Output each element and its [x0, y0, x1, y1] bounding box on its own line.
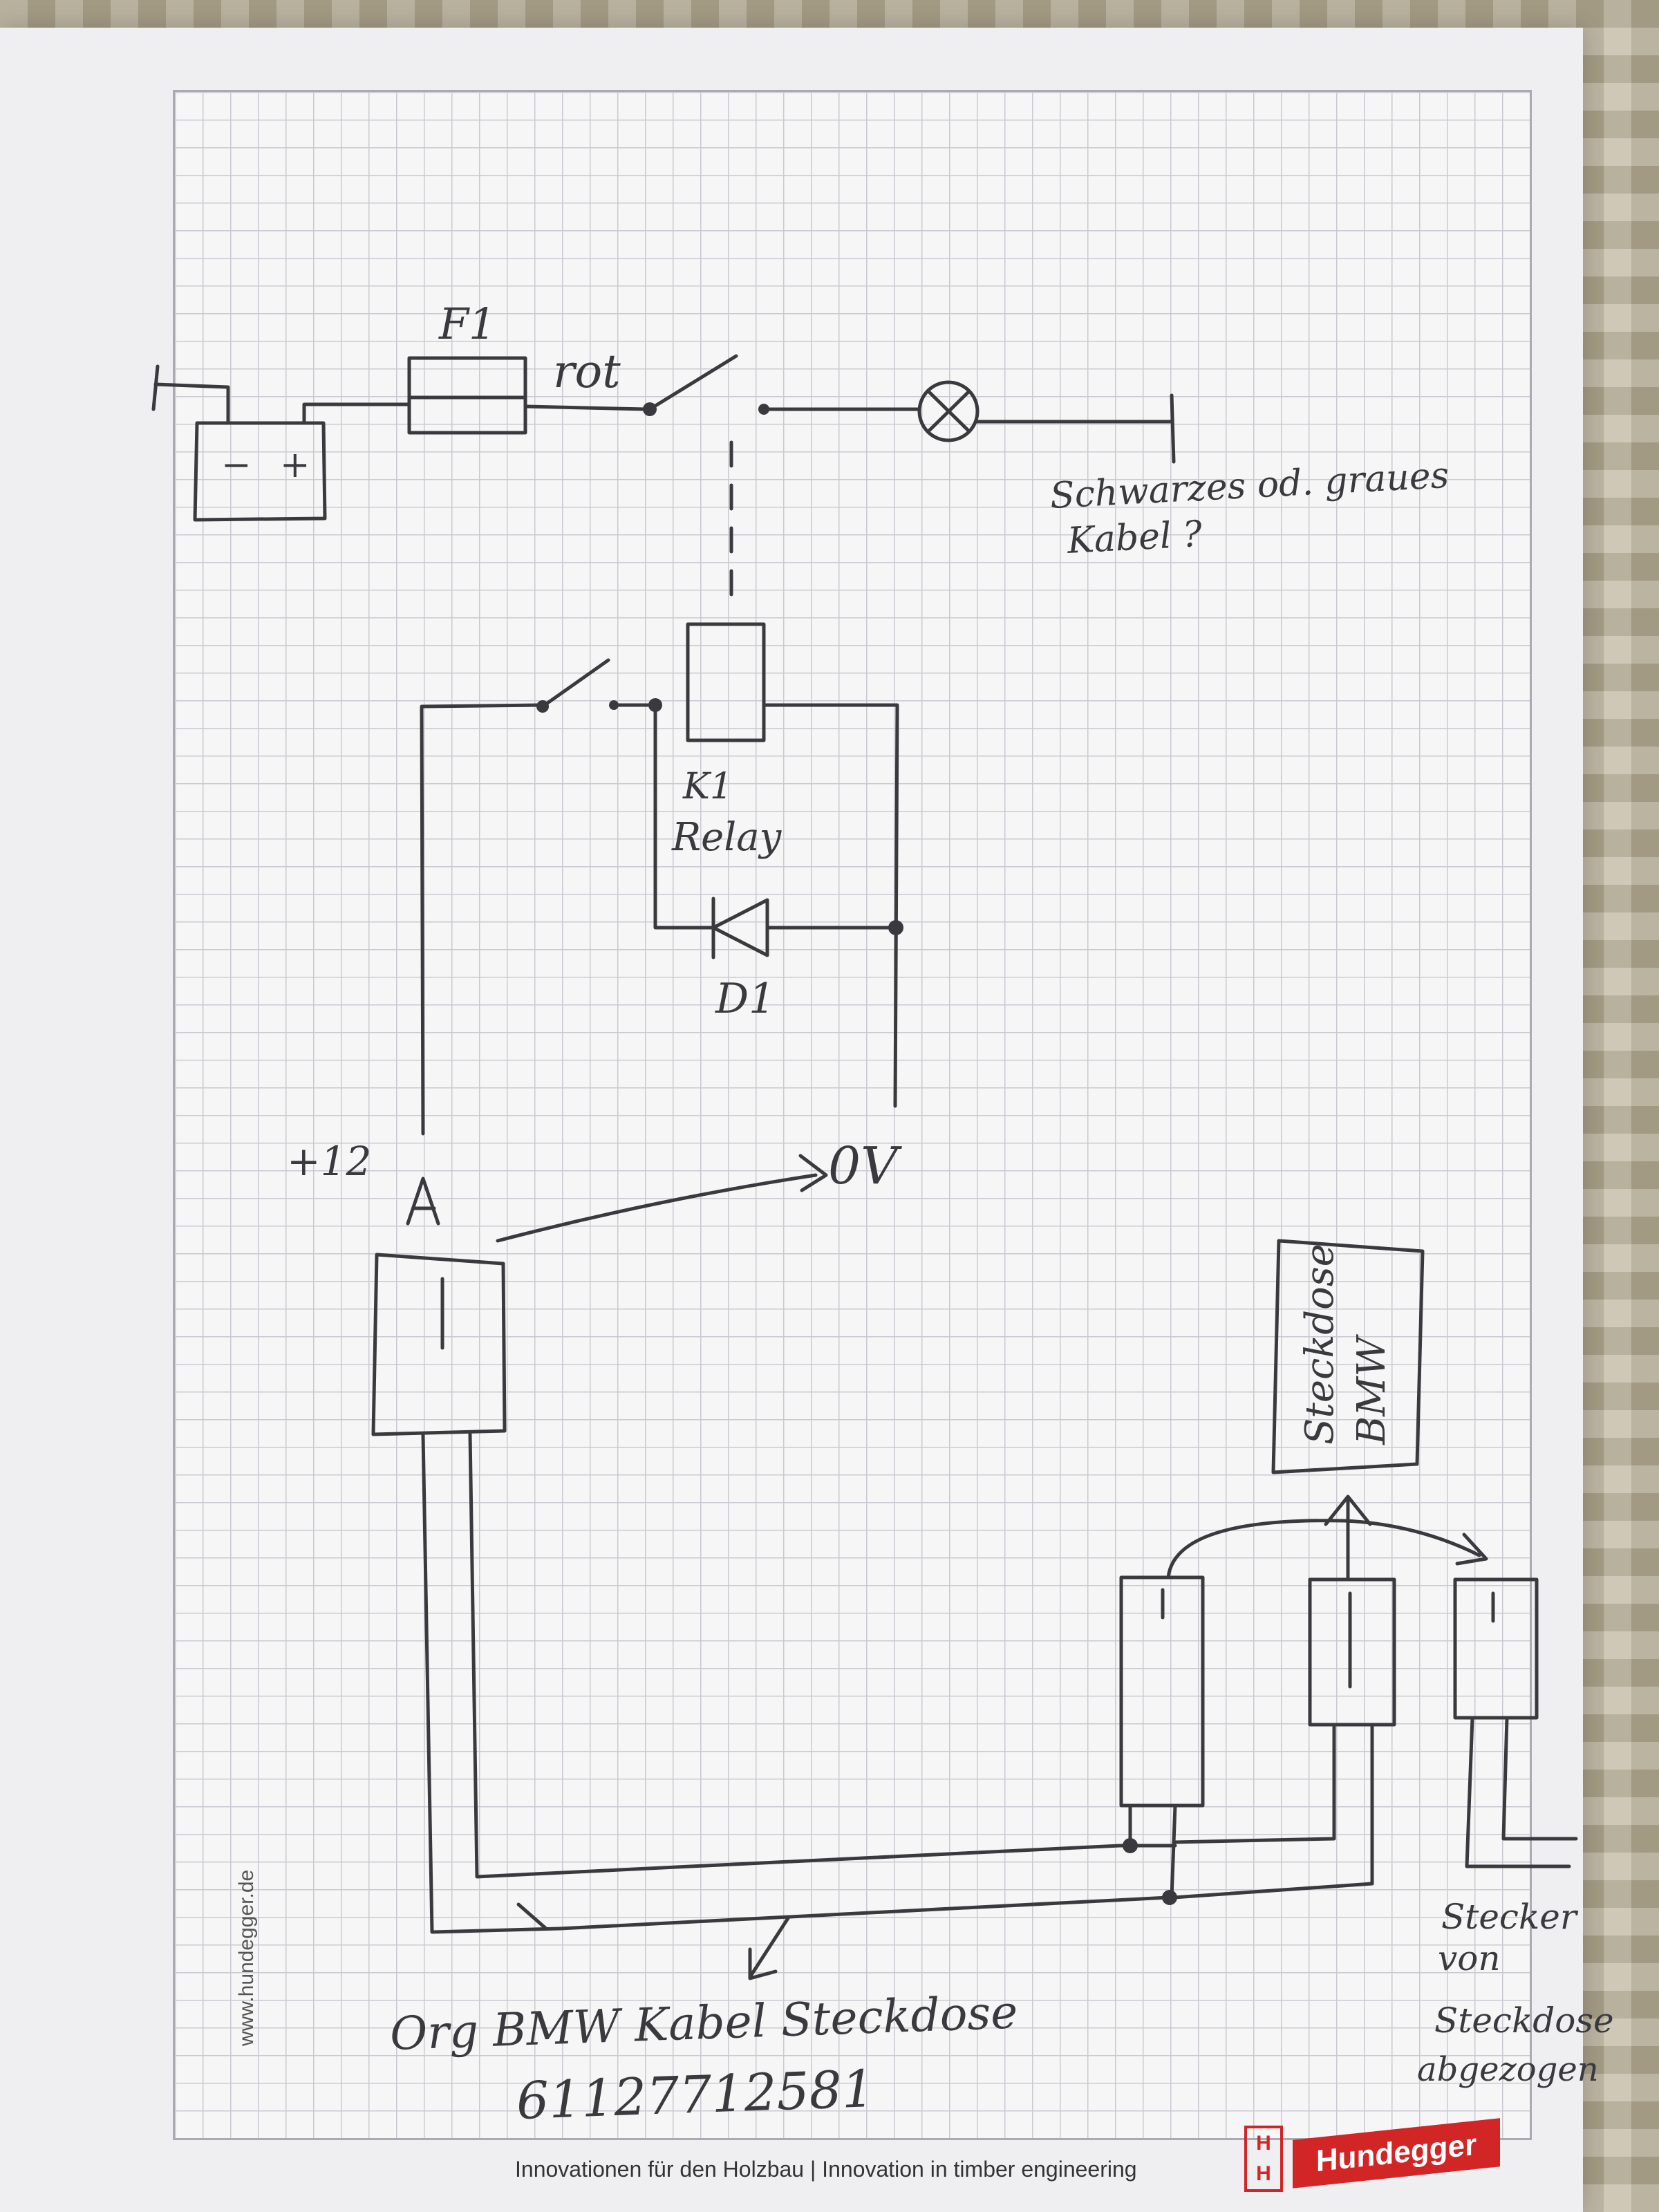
- junction-control-contact: [609, 700, 619, 710]
- ground-symbol-right: [1170, 393, 1176, 464]
- arrow-curve-to-right-connector: [1166, 1519, 1481, 1580]
- junction-coil-left: [648, 698, 662, 712]
- socket-box-line2: BMW: [1349, 1334, 1394, 1445]
- relay-contact-main: [648, 354, 738, 411]
- relay-coil-k1: [686, 622, 766, 742]
- plug-note-line3: Steckdose: [1434, 2000, 1614, 2041]
- brand-name: Hundegger: [1315, 2127, 1477, 2179]
- diode-triangle: [711, 898, 769, 957]
- junction-diode-right: [888, 920, 903, 935]
- diode-label: D1: [715, 975, 775, 1023]
- cable-tick: [516, 1902, 548, 1931]
- plug-note-line4: abgezogen: [1417, 2050, 1599, 2089]
- arrow-head-socket: [1324, 1494, 1372, 1526]
- wire-plug-to-0v: [496, 1173, 818, 1243]
- hundegger-logo-mark: H H: [1244, 2126, 1283, 2192]
- fuse-f1: [407, 356, 527, 435]
- logo-letter-top: H: [1256, 2132, 1271, 2155]
- wire-coil-to-0v: [762, 703, 899, 1108]
- wire-plus12-to-switch: [420, 703, 541, 1136]
- socket-box-line1: Steckdose: [1297, 1244, 1342, 1445]
- cable-note-line1: Org BMW Kabel Steckdose: [389, 1985, 1019, 2061]
- bmw-plug: [371, 1253, 507, 1436]
- relay-name-label: Relay: [671, 815, 782, 860]
- website-footer: www.hundegger.de: [235, 1869, 258, 2046]
- lamp-wire-note-line2: Kabel ?: [1066, 514, 1204, 562]
- connector-middle: [1308, 1577, 1396, 1727]
- connector-middle-lead-a: [1173, 1723, 1336, 1844]
- note-arrow: [748, 1916, 790, 1979]
- arrow-head-right-connector: [1455, 1533, 1488, 1566]
- junction-control-pivot: [536, 700, 549, 713]
- plug-note-line2: von: [1438, 1938, 1501, 1978]
- wire-ground-to-battery: [153, 382, 230, 425]
- connector-middle-lead-b: [1172, 1723, 1374, 1900]
- socket-box: [1271, 1239, 1425, 1474]
- lamp: [917, 380, 980, 442]
- junction-cable-a: [1123, 1838, 1138, 1853]
- logo-letter-bottom: H: [1256, 2162, 1271, 2185]
- lamp-wire-note-line1: Schwarzes od. graues: [1049, 455, 1450, 517]
- plus12-arrow: [406, 1177, 440, 1226]
- cable-inner: [468, 1432, 1177, 1879]
- cable-bottom: [558, 1895, 1170, 1931]
- tagline-footer: Innovationen für den Holzbau | Innovatio…: [515, 2157, 1137, 2182]
- connector-left: [1119, 1575, 1205, 1808]
- wire-fuse-to-switch: [523, 404, 648, 411]
- control-switch: [541, 658, 610, 709]
- battery-minus-label: −: [221, 444, 252, 486]
- connector-right: [1453, 1577, 1539, 1720]
- zero-volt-arrow: [798, 1154, 828, 1192]
- battery: [193, 421, 327, 522]
- wire-color-label: rot: [553, 345, 621, 398]
- wire-to-diode: [653, 703, 714, 930]
- cable-outer: [421, 1432, 562, 1934]
- connector-right-lead-a: [1465, 1716, 1571, 1868]
- battery-plus-label: +: [280, 444, 310, 486]
- junction-cable-b: [1162, 1890, 1177, 1905]
- cable-note-line2: 61127712581: [516, 2059, 876, 2131]
- ground-symbol-left: [151, 364, 160, 411]
- lamp-cross-b: [928, 391, 970, 432]
- graph-paper-grid: [173, 90, 1532, 2140]
- zero-volt-label: 0V: [828, 1136, 902, 1196]
- fuse-label: F1: [438, 299, 496, 349]
- junction-switch-pivot: [643, 402, 657, 416]
- wire-battery-to-fuse: [302, 402, 410, 425]
- junction-switch-contact: [758, 404, 769, 415]
- relay-id-label: K1: [682, 766, 733, 807]
- note-arrow-head: [748, 1947, 778, 1980]
- connector-left-lead-b: [1170, 1803, 1177, 1900]
- connector-right-lead-b: [1501, 1716, 1578, 1841]
- plug-note-line1: Stecker: [1441, 1897, 1579, 1937]
- plus12-label: +12: [287, 1138, 371, 1185]
